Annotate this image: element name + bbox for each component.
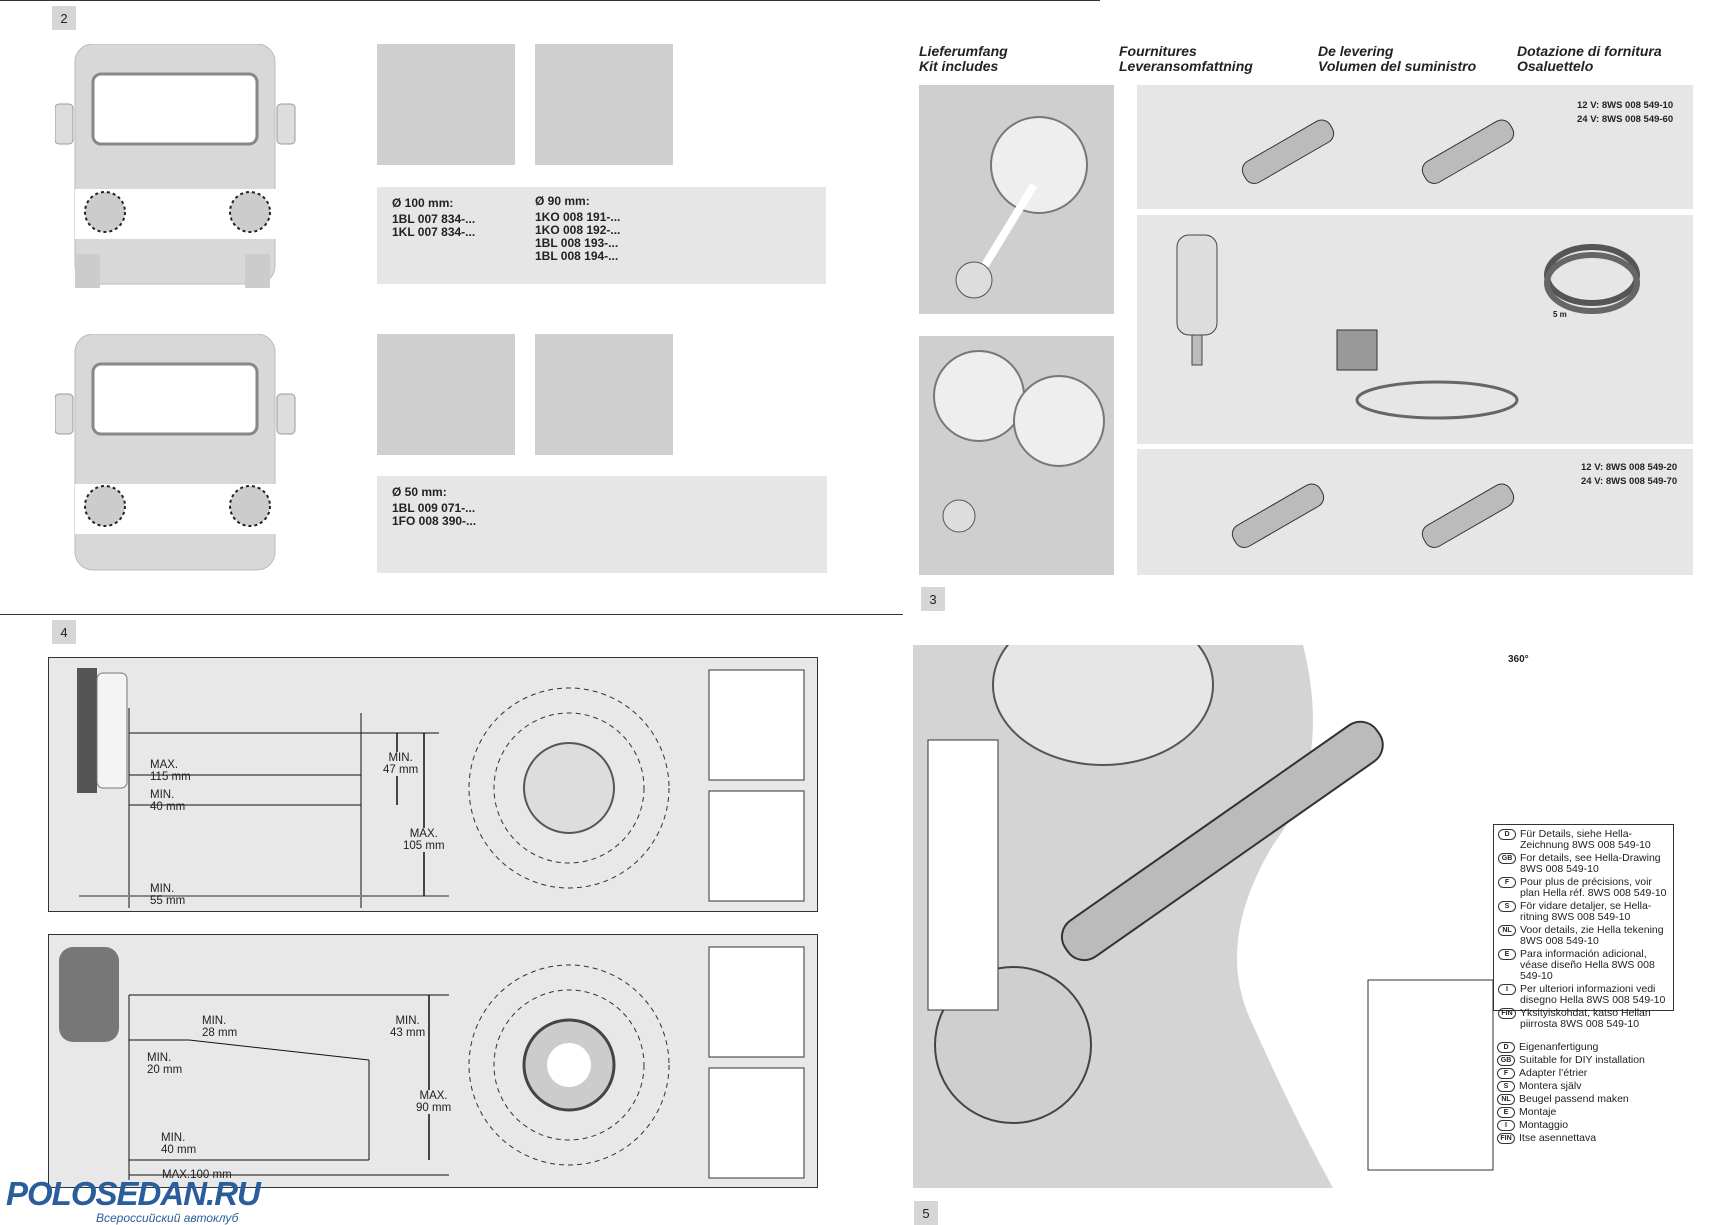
diameter-label: Ø 100 mm: — [392, 196, 454, 210]
dim-min-43: MIN.43 mm — [390, 1015, 426, 1039]
part-number: 1KO 008 192-... — [535, 223, 621, 237]
dimension-drawing — [77, 668, 805, 908]
page-divider — [0, 614, 903, 615]
dim-min-40: MIN.40 mm — [150, 789, 186, 813]
part-number: 1BL 008 193-... — [535, 236, 619, 250]
mounting-dimensions-panel-small: MIN.28 mm MIN.20 mm MIN.43 mm MAX.90 mm … — [48, 934, 818, 1188]
part-number: 1BL 007 834-... — [392, 212, 476, 226]
wiring-harness-icon — [1336, 329, 1519, 420]
page-divider — [0, 0, 1100, 1]
lamp-thumbnail — [377, 334, 515, 455]
nozzle-icon — [1241, 119, 1335, 184]
dim-max-90: MAX.90 mm — [416, 1090, 452, 1114]
dim-max-105: MAX.105 mm — [403, 828, 445, 852]
rotation-label: 360° — [1508, 654, 1529, 665]
dim-min-40: MIN.40 mm — [161, 1132, 197, 1156]
truck-front-illustration — [55, 334, 305, 571]
part-number: 1KO 008 191-... — [535, 210, 621, 224]
lamp-thumbnail — [377, 44, 515, 165]
diameter-label: Ø 90 mm: — [535, 194, 590, 208]
lamp-thumbnail — [535, 44, 673, 165]
part-number: 1KL 007 834-... — [392, 225, 476, 239]
hose-coil-icon — [1544, 244, 1640, 314]
watermark-tagline: Всероссийский автоклуб — [96, 1211, 239, 1225]
pump-icon — [1176, 234, 1218, 366]
page-number: 4 — [52, 620, 76, 644]
double-lamp-washer-illustration — [919, 336, 1114, 575]
dim-min-55: MIN.55 mm — [150, 883, 186, 907]
dim-min-28: MIN.28 mm — [202, 1015, 238, 1039]
part-number: 1BL 008 194-... — [535, 249, 619, 263]
single-lamp-washer-illustration — [919, 85, 1114, 314]
dim-max-100: MAX.100 mm — [162, 1169, 232, 1181]
page-number: 2 — [52, 6, 76, 30]
page-number: 3 — [921, 587, 945, 611]
dim-max-115: MAX.115 mm — [150, 759, 191, 783]
nozzle-icon — [1231, 483, 1325, 548]
truck-front-illustration — [55, 44, 305, 288]
lamp-thumbnail — [535, 334, 673, 455]
watermark-name: POLOSEDAN.RU — [6, 1175, 261, 1212]
installation-illustration — [913, 645, 1494, 1188]
lamp-info-box: Ø 100 mm: 1BL 007 834-... 1KL 007 834-..… — [377, 187, 826, 284]
nozzle-icon — [1421, 119, 1515, 184]
nozzle-icon — [1421, 483, 1515, 548]
watermark-logo: POLOSEDAN.RU Всероссийский автоклуб — [6, 1175, 261, 1225]
mounting-dimensions-panel-round: MAX.115 mm MIN.40 mm MIN.55 mm MIN.47 mm… — [48, 657, 818, 912]
lamp-info-box: Ø 50 mm: 1BL 009 071-... 1FO 008 390-... — [377, 476, 827, 573]
hose-length-label: 5 m — [1553, 310, 1567, 319]
page-number: 5 — [914, 1201, 938, 1225]
kit-box-accessories: 5 m — [1137, 215, 1693, 444]
part-number: 1BL 009 071-... — [392, 501, 476, 515]
part-number: 1FO 008 390-... — [392, 514, 477, 528]
dim-min-20: MIN.20 mm — [147, 1052, 183, 1076]
diameter-label: Ø 50 mm: — [392, 485, 447, 499]
dim-min-47: MIN.47 mm — [383, 752, 419, 776]
dimension-drawing — [59, 946, 805, 1180]
